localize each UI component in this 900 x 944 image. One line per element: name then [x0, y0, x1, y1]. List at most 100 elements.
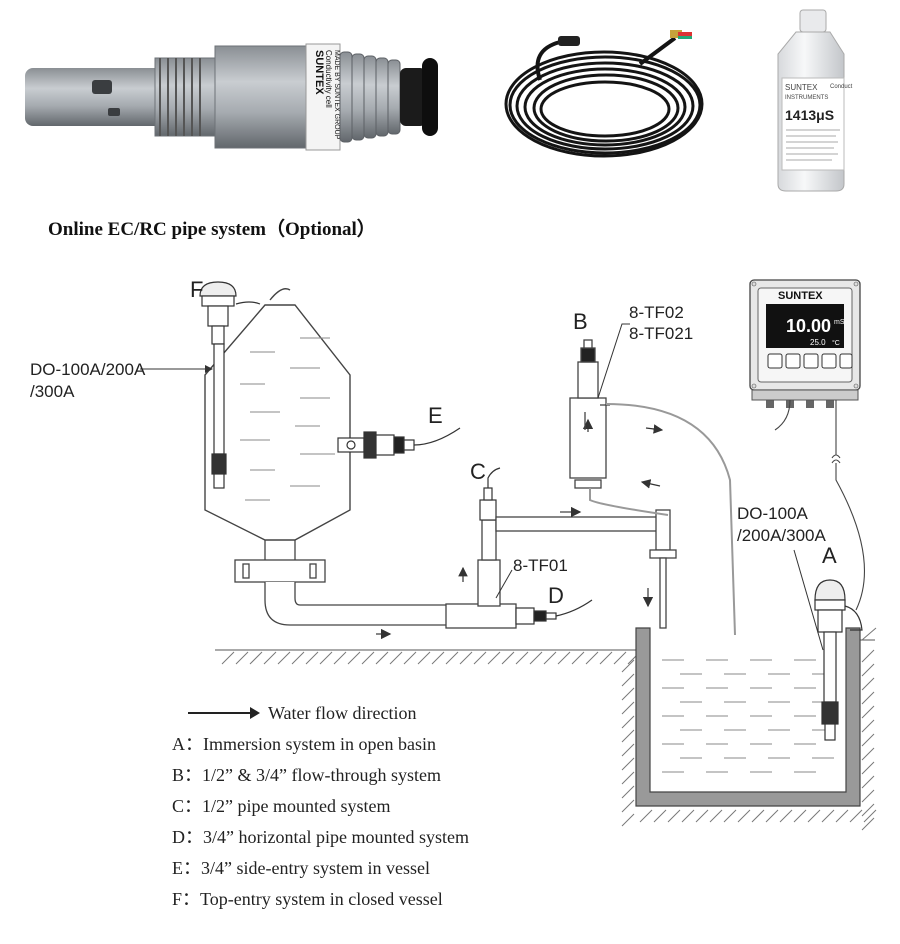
sensor-f: [199, 281, 261, 489]
hatch-line: [653, 809, 667, 823]
vessel-flange: [234, 540, 451, 626]
hatch-line: [779, 809, 793, 823]
sensor-c: [458, 467, 501, 582]
hatch-line: [221, 651, 235, 665]
sensor-line1: Conductivity cell: [324, 50, 333, 108]
hatch-line: [807, 809, 821, 823]
controller-reading: 10.00: [786, 316, 831, 336]
legend-item-d: D：3/4” horizontal pipe mounted system: [172, 827, 469, 847]
hatch-line: [793, 809, 807, 823]
controller-temp-unit: °C: [832, 339, 840, 347]
hatch-line: [861, 705, 875, 719]
hatch-line: [835, 809, 849, 823]
hatch-line: [861, 803, 875, 817]
hatch-line: [723, 809, 737, 823]
hatch-line: [861, 677, 875, 691]
hatch-line: [709, 809, 723, 823]
hatch-line: [361, 651, 375, 665]
hatch-line: [585, 651, 599, 665]
bottle-sub: INSTRUMENTS: [785, 95, 828, 101]
hatch-line: [417, 651, 431, 665]
legend: Water flow direction A：Immersion system …: [172, 702, 469, 919]
legend-item-e: E：3/4” side-entry system in vessel: [172, 858, 430, 878]
hatch-line: [599, 651, 613, 665]
bottle-brand: SUNTEX: [785, 83, 818, 92]
controller-brand: SUNTEX: [778, 290, 823, 302]
hatch-line: [861, 663, 875, 677]
hatch-line: [613, 651, 627, 665]
callout-a: A: [822, 543, 837, 568]
hatch-line: [621, 715, 635, 729]
horizontal-pipe: [376, 519, 517, 640]
hatch-line: [861, 747, 875, 761]
hatch-line: [861, 627, 877, 641]
flow-arrows-b: [640, 424, 664, 489]
upper-pipe: [495, 506, 677, 629]
flow-through-cell-b: [569, 339, 610, 489]
label-do-right-1: DO-100A: [737, 504, 808, 523]
hatch-line: [861, 691, 875, 705]
hatch-line: [305, 651, 319, 665]
legend-flow-label: Water flow direction: [268, 703, 417, 723]
hatch-line: [861, 719, 875, 733]
hatch-line: [861, 649, 875, 663]
hatch-line: [487, 651, 501, 665]
hatch-line: [861, 817, 875, 831]
sensor-a: [814, 579, 863, 741]
hatch-line: [821, 809, 835, 823]
hatch-line: [621, 687, 635, 701]
hatch-line: [621, 729, 635, 743]
hatch-line: [861, 733, 875, 747]
legend-item-c: C：1/2” pipe mounted system: [172, 796, 391, 816]
hatch-line: [557, 651, 571, 665]
callout-b: B: [573, 309, 588, 334]
hatch-line: [621, 757, 635, 771]
callout-d: D: [548, 583, 564, 608]
cable-photo: [504, 30, 704, 158]
callout-e: E: [428, 403, 443, 428]
sensor-label-text: SUNTEX: [313, 50, 325, 95]
hatch-line: [621, 785, 635, 799]
page-heading: Online EC/RC pipe system（Optional）: [48, 219, 376, 240]
label-8-tf02: 8-TF02: [629, 303, 684, 322]
hatch-line: [375, 651, 389, 665]
hatch-line: [695, 809, 709, 823]
closed-vessel: [204, 288, 351, 541]
label-do-left-1: DO-100A/200A: [30, 360, 146, 379]
sensor-e: [337, 427, 461, 459]
standard-solution-bottle-photo: SUNTEX INSTRUMENTS Conduct 1413μS: [777, 9, 853, 192]
sensor-brand: SUNTEX: [313, 50, 325, 95]
hatch-line: [571, 651, 585, 665]
hatch-line: [621, 659, 635, 673]
ground: [215, 639, 875, 651]
hatch-line: [291, 651, 305, 665]
label-do-right-2: /200A/300A: [737, 526, 826, 545]
legend-flow-row: Water flow direction: [172, 702, 469, 733]
hatch-line: [621, 771, 635, 785]
hatch-line: [849, 809, 863, 823]
hatch-line: [621, 813, 635, 827]
hatch-line: [543, 651, 557, 665]
hatch-line: [347, 651, 361, 665]
hatch-line: [751, 809, 765, 823]
hatch-line: [445, 651, 459, 665]
hatch-line: [473, 651, 487, 665]
hatch-line: [515, 651, 529, 665]
hatch-line: [263, 651, 277, 665]
hatch-line: [765, 809, 779, 823]
flow-arrow-icon: [188, 707, 260, 719]
controller-unit: mS: [834, 319, 845, 326]
callout-f: F: [190, 277, 204, 302]
controller-temp: 25.0: [810, 338, 826, 347]
ground-hatch: [221, 627, 877, 831]
hatch-line: [319, 651, 333, 665]
hatch-line: [737, 809, 751, 823]
hatch-line: [235, 651, 249, 665]
legend-item-b: B：1/2” & 3/4” flow-through system: [172, 765, 441, 785]
sensor-line2: MADE BY SUNTEX GROUP: [333, 50, 340, 140]
hatch-line: [621, 673, 635, 687]
conductivity-sensor-photo: SUNTEX Conductivity cell MADE BY SUNTEX …: [25, 43, 438, 151]
hatch-line: [459, 651, 473, 665]
bottle-side: Conduct: [830, 84, 853, 90]
callout-c: C: [470, 459, 486, 484]
